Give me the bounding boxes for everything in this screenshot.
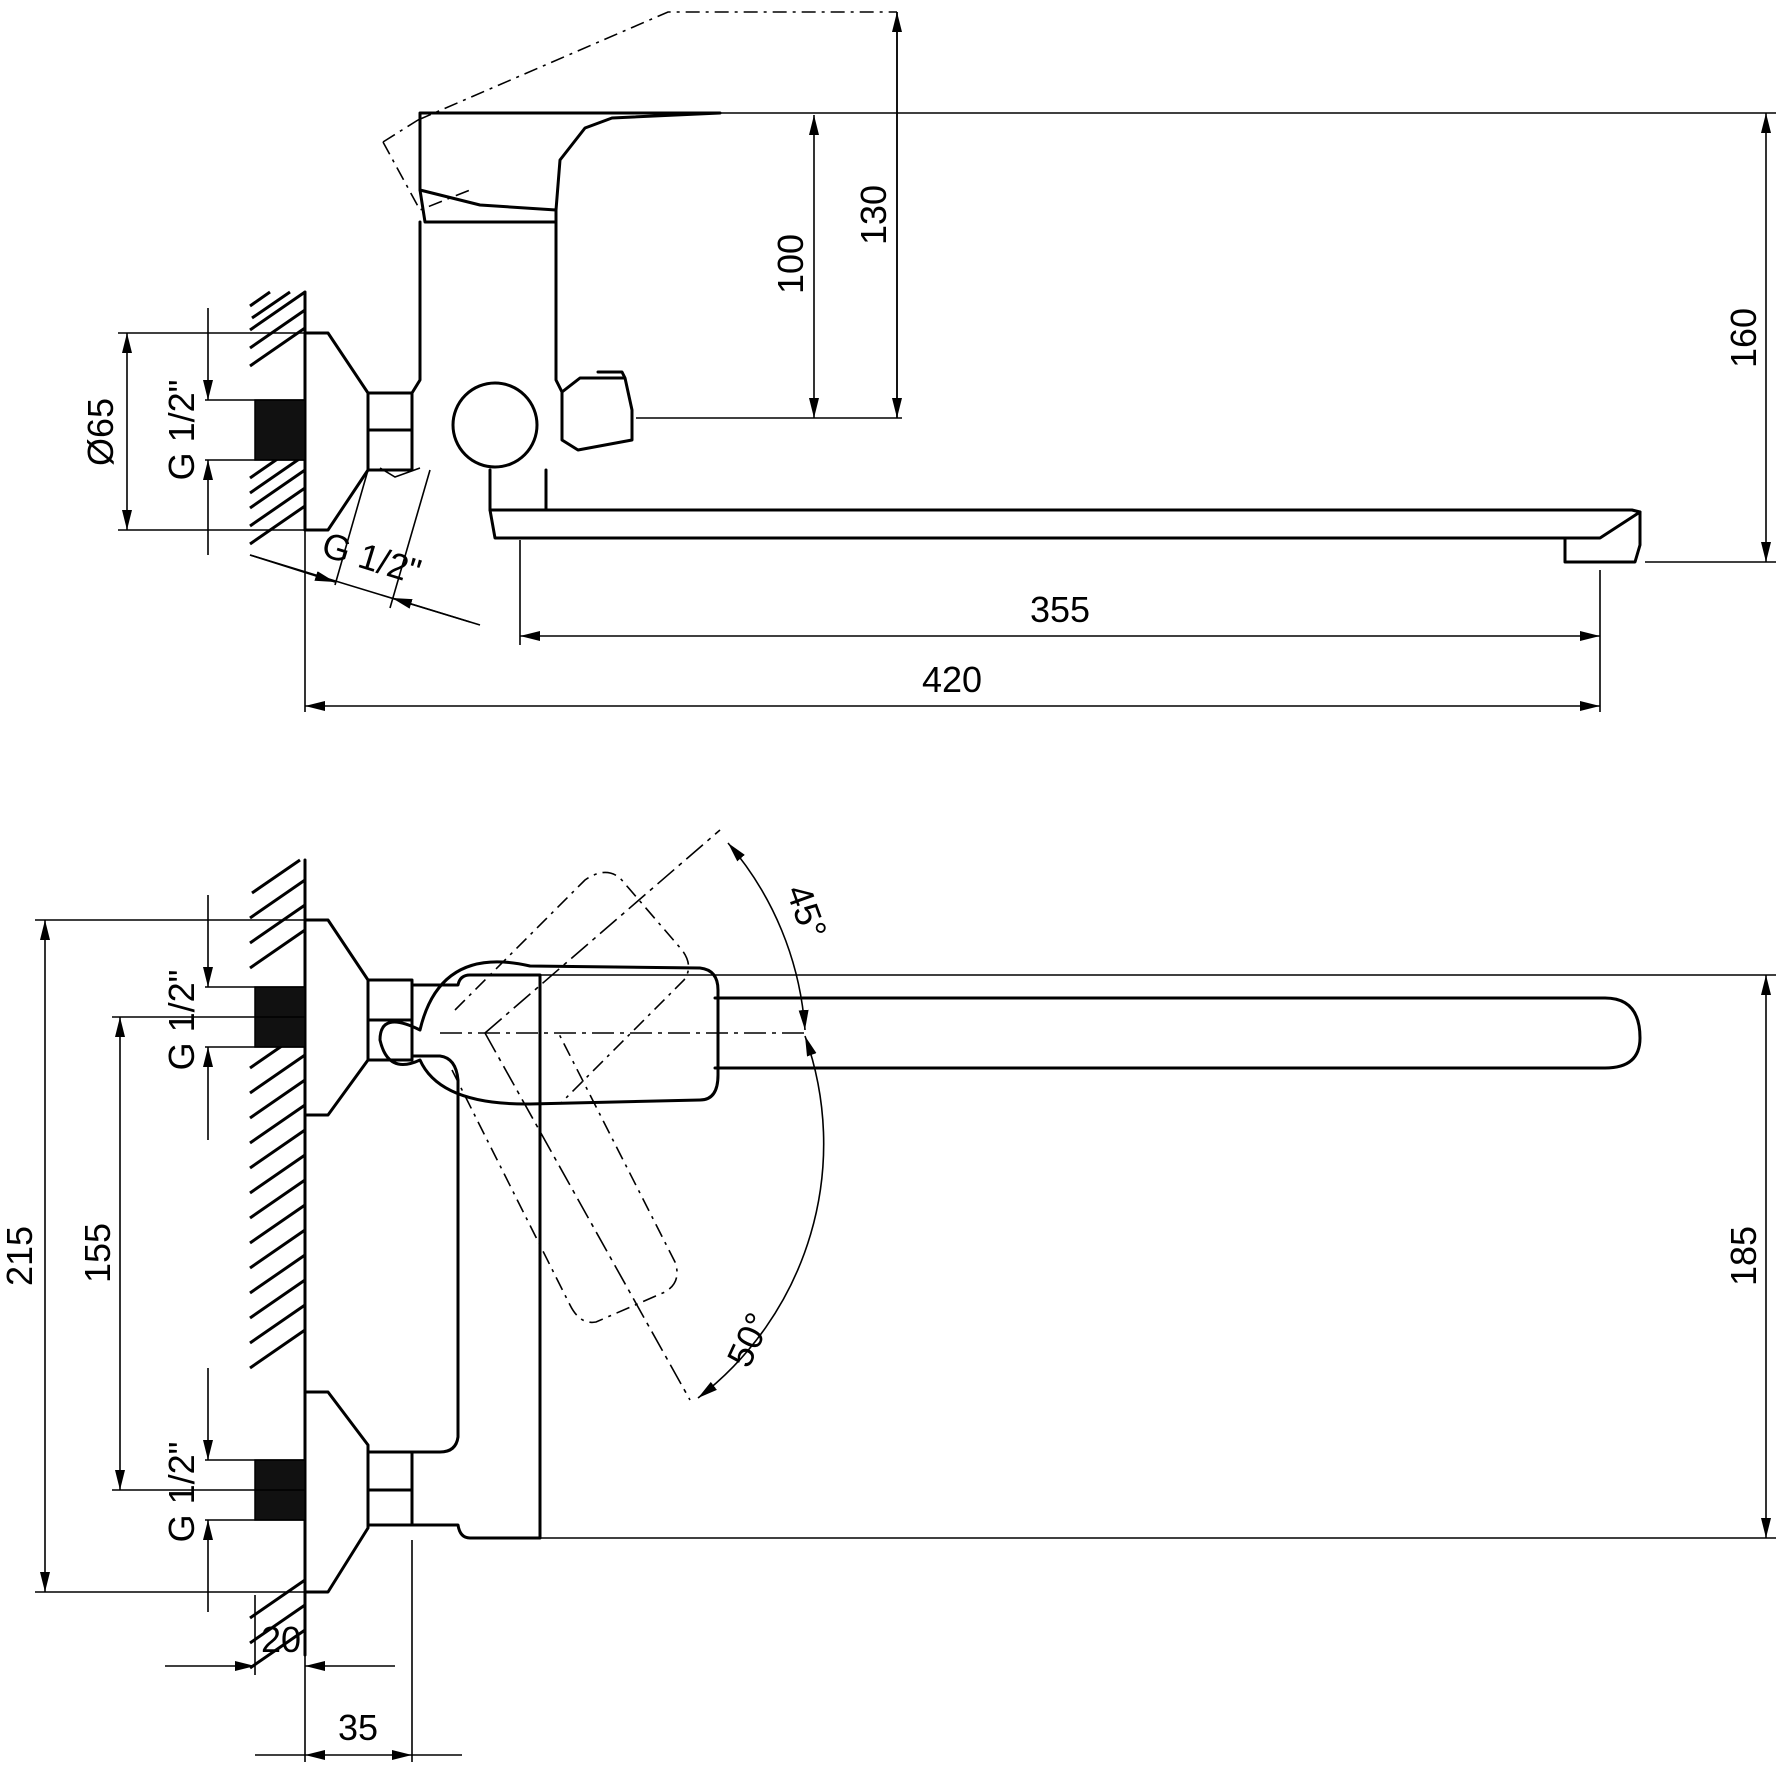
dim-20-label: 20 [261, 1619, 301, 1660]
connector-nut [366, 391, 414, 472]
dim-160-label: 160 [1723, 308, 1764, 368]
lever-handle-side [418, 111, 722, 212]
cartridge-cap [418, 188, 558, 224]
aerator [1563, 510, 1642, 564]
top-view [249, 829, 1776, 1670]
lever-45-centerline [484, 829, 721, 1034]
dim-diameter-label: Ø65 [80, 398, 121, 466]
dim-130-label: 130 [853, 185, 894, 245]
lever-swing-outline [382, 11, 897, 212]
wall-hatch-top [249, 858, 306, 1670]
spout-top [713, 996, 1642, 1070]
side-view [249, 11, 1642, 564]
upper-nut [366, 978, 414, 1062]
thread-lower-label: G 1/2" [161, 1442, 202, 1543]
spout-side [488, 508, 1642, 540]
top-dimensions: 215 155 185 G 1/2" G 1/2" 45° 50° 20 [0, 879, 1771, 1762]
lever-50-centerline [484, 1032, 691, 1401]
dim-215-label: 215 [0, 1226, 40, 1286]
lower-nut [366, 1450, 414, 1527]
lever-position-45 [454, 871, 690, 1105]
thread-wall-label: G 1/2" [161, 380, 202, 481]
angle-arc-50 [697, 1035, 825, 1399]
thread-upper-label: G 1/2" [161, 970, 202, 1071]
angle-arc-45 [727, 842, 809, 1031]
dim-155-label: 155 [77, 1223, 118, 1283]
spout-base [488, 468, 548, 512]
mixer-body-top [410, 973, 542, 1540]
mixer-round-body [451, 381, 539, 469]
side-dimensions: 130 100 160 Ø65 G 1/2" G 1/2" 355 [80, 12, 1776, 712]
pipe-thread-side [254, 399, 306, 461]
dim-35-label: 35 [338, 1707, 378, 1748]
lower-flange [303, 1390, 370, 1594]
angle-50-label: 50° [719, 1306, 779, 1373]
lever-position-50 [451, 1031, 678, 1324]
wall-hatch-side [249, 290, 306, 546]
dim-355-label: 355 [1030, 589, 1090, 630]
upper-flange [303, 918, 370, 1117]
mixer-body-side [410, 220, 564, 395]
dim-185-label: 185 [1723, 1226, 1764, 1286]
dim-420-label: 420 [922, 659, 982, 700]
dim-100-label: 100 [770, 234, 811, 294]
shower-outlet [379, 467, 421, 478]
angle-45-label: 45° [778, 879, 835, 944]
diverter-knob [560, 370, 634, 452]
lever-handle-top [378, 960, 720, 1106]
